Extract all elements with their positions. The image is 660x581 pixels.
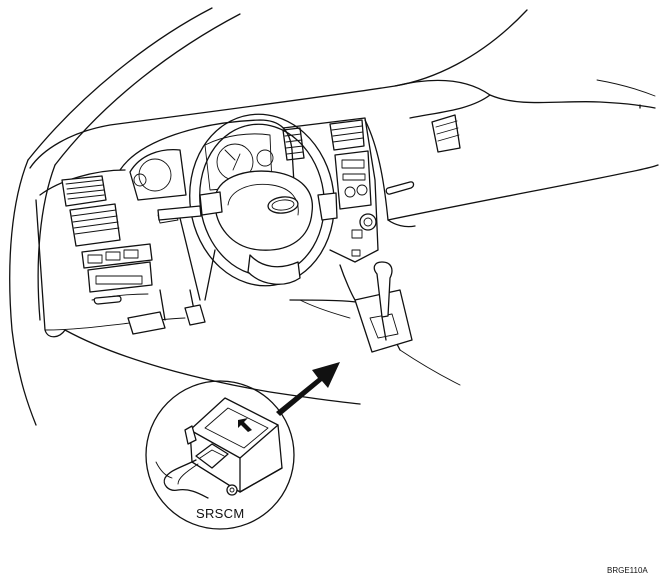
left-dash [35, 169, 186, 338]
a-pillar [9, 7, 241, 426]
pointer-arrow [276, 362, 340, 416]
pedals [127, 289, 206, 335]
center-stack [282, 117, 379, 263]
dashboard-top [29, 9, 656, 169]
detail-callout [145, 380, 295, 530]
floor-console [64, 261, 461, 405]
srscm-module [155, 397, 283, 499]
instrument-cluster [119, 119, 296, 201]
srscm-label: SRSCM [196, 506, 245, 521]
steering-wheel [157, 113, 338, 301]
figure-code-label: BRGE110A [607, 566, 648, 575]
passenger-dash [364, 114, 659, 228]
